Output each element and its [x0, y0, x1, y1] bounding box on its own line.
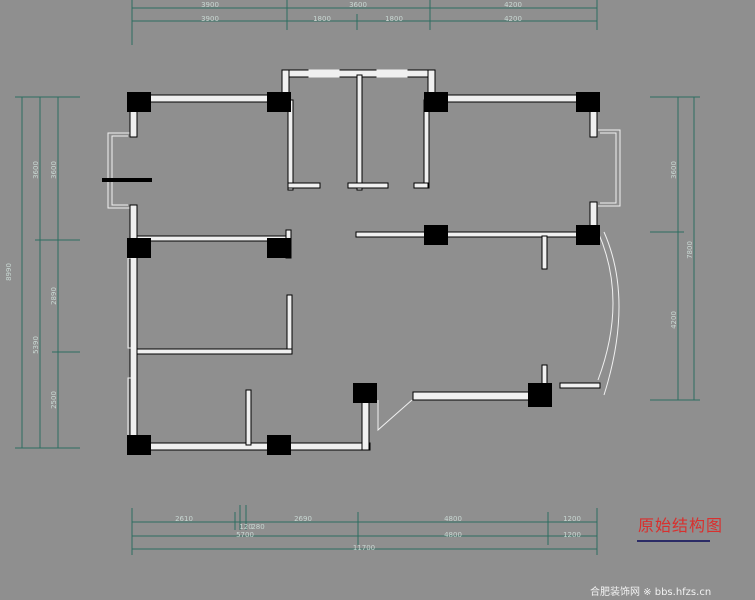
dim-bottom-small-2: 280 — [251, 523, 264, 531]
dim-bottom-1: 2610 — [175, 515, 193, 523]
column — [576, 92, 600, 112]
walls — [107, 69, 621, 451]
column — [424, 225, 448, 245]
right-dimension-lines — [650, 96, 700, 401]
dim-left-total: 8990 — [5, 263, 13, 281]
column — [267, 92, 291, 112]
dim-right-2: 4200 — [670, 311, 678, 329]
dim-bottom2-2: 4800 — [444, 531, 462, 539]
dim-top2-3: 1800 — [385, 15, 403, 23]
top-dimension-lines — [131, 0, 598, 45]
diagram-title: 原始结构图 — [638, 516, 724, 535]
column — [267, 238, 291, 258]
column — [127, 92, 151, 112]
column — [267, 435, 291, 455]
dim-bottom-3: 4800 — [444, 515, 462, 523]
dim-top-3: 4200 — [504, 1, 522, 9]
dim-top2-1: 3900 — [201, 15, 219, 23]
bottom-dimension-lines — [131, 505, 598, 555]
column — [127, 238, 151, 258]
dim-bottom-small-1: 120 — [239, 523, 252, 531]
dim-bottom-2: 2690 — [294, 515, 312, 523]
dim-bottom2-3: 1200 — [563, 531, 581, 539]
column — [127, 435, 151, 455]
dim-right-total: 7800 — [686, 241, 694, 259]
dim-top-2: 3600 — [349, 1, 367, 9]
title-underline — [637, 540, 710, 542]
footer-watermark: 合肥装饰网 ※ bbs.hfzs.cn — [590, 587, 712, 598]
left-window-sill — [102, 178, 152, 182]
dim-left-1: 3600 — [32, 161, 40, 179]
column — [528, 383, 552, 407]
dim-top-1: 3900 — [201, 1, 219, 9]
left-dimension-lines — [15, 96, 80, 449]
column — [424, 92, 448, 112]
dim-bottom2-1: 5700 — [236, 531, 254, 539]
dim-bottom-4: 1200 — [563, 515, 581, 523]
dim-right-1: 3600 — [670, 161, 678, 179]
column — [576, 225, 600, 245]
dim-top2-4: 4200 — [504, 15, 522, 23]
dim-top2-2: 1800 — [313, 15, 331, 23]
dim-left-2: 5390 — [32, 336, 40, 354]
structural-columns — [127, 92, 600, 455]
entry-door-swing — [377, 399, 413, 432]
dim-left2-3: 2500 — [50, 391, 58, 409]
dim-left2-2: 2890 — [50, 287, 58, 305]
column — [353, 383, 377, 403]
dim-bottom-total: 11700 — [353, 544, 375, 552]
dim-left2-1: 3600 — [50, 161, 58, 179]
